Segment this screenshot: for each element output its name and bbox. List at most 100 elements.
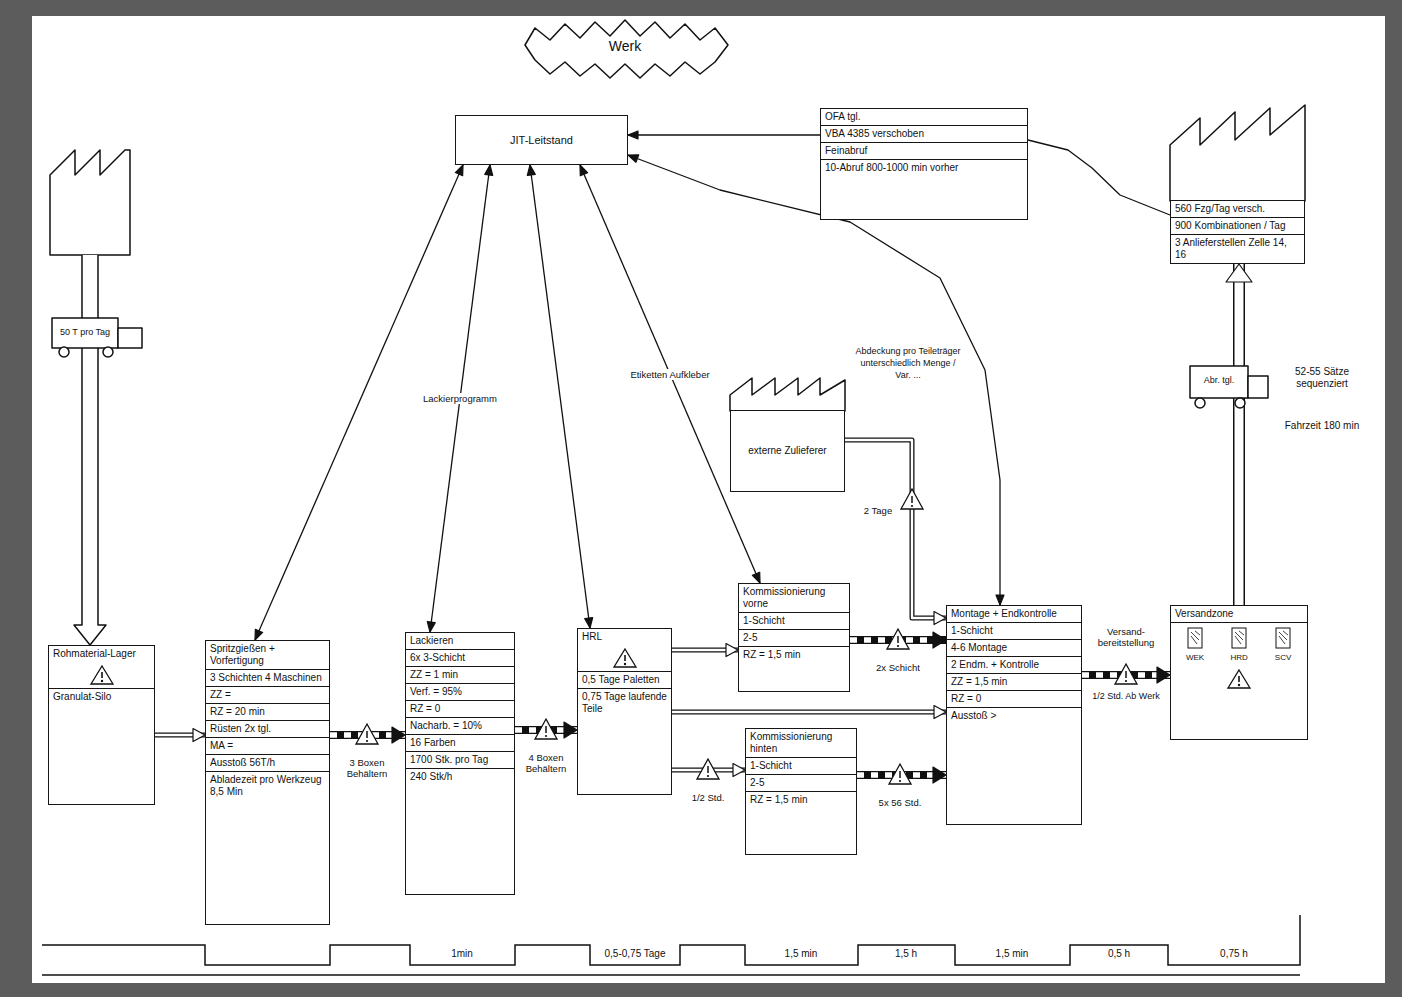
- box-title: Werk: [585, 38, 665, 55]
- supplier-factory-roof: [730, 378, 845, 411]
- vsm-box: Kommissionierung vorne1-Schicht2-5RZ = 1…: [738, 583, 850, 692]
- inventory-mark: [707, 766, 709, 773]
- edge-label: 4 Boxen Behältern: [516, 752, 576, 774]
- note-label: 0,5-0,75 Tage: [592, 948, 678, 960]
- note-label: 1/2 Std. Ab Werk: [1089, 690, 1164, 702]
- arrow-head: [193, 729, 205, 742]
- box-title: Kommissionierung hinten: [746, 729, 856, 757]
- connector-line: [845, 440, 946, 618]
- inventory-dot: [899, 780, 901, 782]
- warning-mark: [101, 672, 103, 678]
- document-hatch: [1279, 631, 1288, 644]
- document-outline: [1188, 628, 1202, 648]
- inventory-mark: [1125, 671, 1127, 678]
- inventory-mark: [897, 636, 899, 643]
- box-field: RZ = 0: [947, 690, 1081, 707]
- arrow-head: [580, 165, 588, 176]
- inventory-triangle: [535, 719, 557, 739]
- warning-triangle: [91, 666, 113, 684]
- arrow-head: [996, 595, 1004, 605]
- connector-line: [1028, 140, 1170, 215]
- document-icon: [1230, 626, 1248, 650]
- box-field: ZZ = 1 min: [406, 666, 514, 683]
- arrow-head: [585, 618, 593, 628]
- connector-line: [672, 711, 946, 713]
- inventory-triangle: [889, 764, 911, 784]
- document-hatch: [1191, 631, 1200, 644]
- box-title: Montage + Endkontrolle: [947, 606, 1081, 622]
- box-field: 900 Kombinationen / Tag: [1171, 217, 1304, 234]
- truck-icon: [52, 318, 142, 357]
- flow-connector: [155, 729, 205, 742]
- box-field: 1-Schicht: [947, 622, 1081, 639]
- flow-connector: [628, 131, 820, 139]
- customer-factory-roof: [1170, 105, 1305, 201]
- arrow-head: [1226, 264, 1252, 282]
- connector-line: [672, 710, 946, 715]
- vsm-box: Kommissionierung hinten1-Schicht2-5RZ = …: [745, 728, 857, 855]
- box-field: RZ = 1,5 min: [739, 646, 849, 663]
- connector-line: [530, 165, 590, 628]
- vsm-box: Rohmaterial-LagerGranulat-Silo: [48, 645, 155, 805]
- note-label: 50 T pro Tag: [55, 326, 115, 338]
- edge-label: 1/2 Std.: [678, 792, 738, 803]
- note-label: 1,5 h: [876, 948, 936, 960]
- vsm-box: externe Zulieferer: [730, 410, 845, 492]
- box-field: 2-5: [746, 774, 856, 791]
- vsm-box: 560 Fzg/Tag versch.900 Kombinationen / T…: [1170, 200, 1305, 264]
- icon-cell: WEK: [1186, 626, 1204, 663]
- box-field: 0,75 Tage laufende Teile: [578, 688, 671, 717]
- flow-connector: [845, 440, 946, 625]
- flow-connector: [1082, 664, 1170, 684]
- inventory-dot: [707, 775, 709, 777]
- note-label: Abr. tgl.: [1192, 374, 1246, 386]
- edge-label: 2x Schicht: [858, 662, 938, 673]
- note-label: Abdeckung pro Teileträger unterschiedlic…: [853, 345, 963, 381]
- document-hatch: [1235, 631, 1244, 644]
- box-field: Rüsten 2x tgl.: [206, 720, 329, 737]
- warning-mark: [624, 655, 626, 661]
- flow-connector: [515, 719, 577, 739]
- icon-cell: HRD: [1230, 626, 1248, 663]
- box-title: externe Zulieferer: [748, 445, 826, 457]
- box-field: Verf. = 95%: [406, 683, 514, 700]
- flow-connector: [672, 644, 738, 657]
- flow-connector: [1028, 140, 1170, 215]
- inventory-mark: [911, 496, 913, 503]
- box-field: 16 Farben: [406, 734, 514, 751]
- vsm-box: JIT-Leitstand: [455, 115, 628, 165]
- edge-label: Etiketten Aufkleber: [620, 369, 720, 380]
- inventory-triangle: [901, 489, 923, 509]
- warning-dot: [100, 680, 102, 682]
- inventory-dot: [545, 735, 547, 737]
- vsm-box: HRL 0,5 Tage Paletten0,75 Tage laufende T…: [577, 628, 672, 795]
- box-field: RZ = 0: [406, 700, 514, 717]
- box-field: 0,5 Tage Paletten: [578, 671, 671, 688]
- flow-connector: [672, 759, 745, 779]
- document-icon: [1274, 626, 1292, 650]
- icon-label: WEK: [1186, 653, 1204, 663]
- arrow-head: [1157, 667, 1170, 683]
- warning-dot: [1238, 684, 1240, 686]
- flow-connector: [672, 706, 946, 719]
- box-field: Abladezeit pro Werkzeug 8,5 Min: [206, 771, 329, 800]
- box-title: HRL: [578, 629, 671, 645]
- warning-symbol: [612, 647, 638, 669]
- box-field: 1-Schicht: [739, 612, 849, 629]
- arrow-head: [733, 764, 745, 777]
- connector-line: [628, 155, 1000, 605]
- flow-connector: [628, 155, 1004, 605]
- icon-label: SCV: [1274, 653, 1292, 663]
- warning-triangle: [1228, 670, 1250, 688]
- warning-symbol: [1226, 668, 1252, 690]
- flow-connector: [850, 629, 946, 649]
- warning-row: [1171, 666, 1307, 692]
- box-field: 6x 3-Schicht: [406, 649, 514, 666]
- material-arrow: [74, 255, 106, 645]
- connector-line: [850, 636, 946, 644]
- box-field: ZZ = 1,5 min: [947, 673, 1081, 690]
- arrow-head: [564, 722, 577, 738]
- box-field: 1700 Stk. pro Tag: [406, 751, 514, 768]
- document-icon: [1186, 626, 1204, 650]
- box-title: JIT-Leitstand: [510, 134, 573, 146]
